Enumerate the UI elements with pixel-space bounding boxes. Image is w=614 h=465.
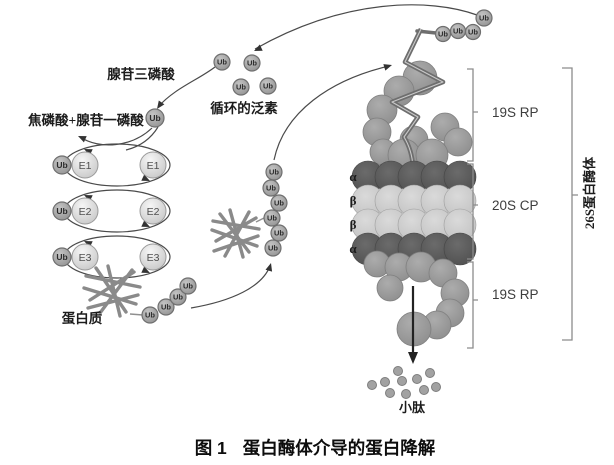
ppi-release-curve: [79, 127, 153, 146]
ub-label: Ub: [56, 206, 67, 216]
bracket-20s: [467, 163, 478, 260]
ub-label: Ub: [274, 199, 284, 208]
substrate-entry-curve: [273, 65, 390, 161]
ub-label: Ub: [268, 244, 278, 253]
ubiquitin-labels: Ub Ub Ub Ub Ub Ub Ub Ub Ub Ub Ub Ub Ub U…: [56, 14, 489, 320]
protein-label: 蛋白质: [62, 310, 103, 326]
bracket-26s: [562, 67, 578, 341]
chain-transfer-curve: [190, 265, 271, 309]
ub-label: Ub: [56, 252, 67, 262]
e2-label: E2: [147, 206, 160, 218]
beta-subunit-label: β: [350, 217, 357, 232]
atp-transfer-curve: [157, 66, 216, 108]
subunit-labels: α β β α: [349, 169, 357, 256]
substrate-protein-tangle: [210, 208, 261, 259]
ub-label: Ub: [263, 82, 273, 91]
e3-circle-right: [139, 243, 167, 271]
ub-label: Ub: [267, 214, 277, 223]
e1-circle-left: [71, 151, 99, 179]
bracket-19s-bottom: [467, 261, 478, 349]
label-19s-rp-bottom: 19S RP: [492, 287, 539, 302]
alpha-subunit-label: α: [349, 241, 357, 256]
ub-label: Ub: [217, 58, 227, 67]
label-20s-cp: 20S CP: [492, 198, 539, 213]
label-19s-rp-top: 19S RP: [492, 105, 539, 120]
ub-to-e1-curve: [125, 126, 159, 151]
ub-label: Ub: [183, 282, 193, 291]
ubiquitin-circles: [52, 9, 493, 324]
e3-label: E3: [147, 252, 160, 264]
e2-circle-right: [139, 197, 167, 225]
e3-label: E3: [79, 252, 92, 264]
bracket-19s-top: [467, 68, 478, 162]
ppi-amp-label: 焦磷酸+腺苷一磷酸: [27, 112, 144, 128]
ub-label: Ub: [236, 83, 246, 92]
e2-circle-left: [71, 197, 99, 225]
ub-label: Ub: [269, 168, 279, 177]
small-peptides-dots: [367, 366, 441, 399]
beta-ring-2: [351, 208, 477, 242]
alpha-subunit-label: α: [349, 169, 357, 184]
e1-circle-right: [139, 151, 167, 179]
figure-caption-title: 蛋白酶体介导的蛋白降解: [243, 438, 436, 458]
alpha-ring-top: [351, 160, 477, 194]
degradation-arrow: [408, 286, 418, 364]
beta-ring-1: [351, 184, 477, 218]
figure-caption-number: 图 1: [195, 438, 227, 458]
e1-label: E1: [147, 160, 160, 172]
ub-label: Ub: [438, 30, 448, 39]
label-26s-proteasome: 26S蛋白酶体: [582, 156, 597, 229]
ub-label: Ub: [453, 27, 463, 36]
e3-circle-left: [71, 243, 99, 271]
e2-label: E2: [79, 206, 92, 218]
ub-label: Ub: [56, 160, 67, 170]
unfolded-protein-ribbon: [389, 27, 446, 168]
recycled-ubiquitin-label: 循环的泛素: [210, 100, 278, 116]
beta-subunit-label: β: [350, 193, 357, 208]
ub-label: Ub: [468, 28, 478, 37]
figure-caption: 图 1 蛋白酶体介导的蛋白降解: [195, 438, 436, 458]
ub-label: Ub: [479, 14, 489, 23]
e1-e2-e3-enzymes: [71, 151, 167, 271]
ub-label: Ub: [247, 59, 257, 68]
ub-label: Ub: [161, 303, 171, 312]
atp-label: 腺苷三磷酸: [107, 66, 175, 82]
19s-rp-bottom-cap: [363, 250, 470, 347]
ub-label: Ub: [274, 229, 284, 238]
ub-label: Ub: [173, 293, 183, 302]
ub-label: Ub: [266, 184, 276, 193]
target-protein-tangle: [82, 264, 142, 318]
ubiquitin-recycle-curve: [254, 4, 478, 50]
ub-label: Ub: [145, 311, 155, 320]
e1-label: E1: [79, 160, 92, 172]
small-peptides-label: 小肽: [399, 400, 426, 415]
ub-label: Ub: [149, 113, 160, 123]
